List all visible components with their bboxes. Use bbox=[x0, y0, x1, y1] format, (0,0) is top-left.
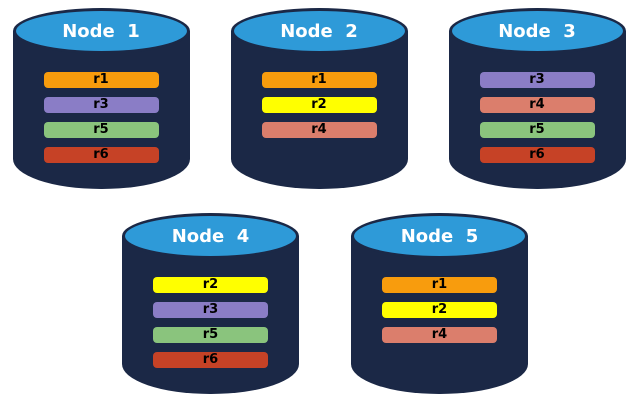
replica-bar-r2: r2 bbox=[153, 277, 268, 293]
replica-bar-r5: r5 bbox=[153, 327, 268, 343]
replica-bar-r4: r4 bbox=[382, 327, 497, 343]
node-cylinder-1: Node 1 r1 r3 r5 r6 bbox=[12, 8, 190, 189]
replica-list: r1 r2 r4 bbox=[231, 72, 408, 138]
replica-bar-r5: r5 bbox=[43, 122, 159, 138]
replica-list: r2 r3 r5 r6 bbox=[122, 277, 299, 368]
replica-list: r3 r4 r5 r6 bbox=[449, 72, 626, 163]
replica-bar-r1: r1 bbox=[382, 277, 497, 293]
cylinder-top: Node 3 bbox=[448, 8, 626, 54]
cylinder-top: Node 5 bbox=[351, 213, 528, 259]
replica-bar-r3: r3 bbox=[153, 302, 268, 318]
cylinder-top: Node 2 bbox=[230, 8, 408, 54]
replica-list: r1 r2 r4 bbox=[351, 277, 528, 343]
node-cylinder-3: Node 3 r3 r4 r5 r6 bbox=[448, 8, 626, 189]
node-label: Node 2 bbox=[280, 20, 358, 42]
replica-bar-r2: r2 bbox=[261, 97, 377, 113]
node-label: Node 3 bbox=[498, 20, 576, 42]
replica-bar-r1: r1 bbox=[261, 72, 377, 88]
replica-bar-r3: r3 bbox=[43, 97, 159, 113]
replica-bar-r4: r4 bbox=[479, 97, 595, 113]
replica-bar-r3: r3 bbox=[479, 72, 595, 88]
replica-bar-r1: r1 bbox=[43, 72, 159, 88]
node-row-bottom: Node 4 r2 r3 r5 r6 Node 5 r1 r2 r4 bbox=[6, 213, 638, 394]
node-label: Node 5 bbox=[400, 225, 479, 247]
replica-list: r1 r3 r5 r6 bbox=[13, 72, 190, 163]
replica-bar-r6: r6 bbox=[479, 147, 595, 163]
cylinder-top: Node 1 bbox=[12, 8, 190, 54]
replica-bar-r6: r6 bbox=[43, 147, 159, 163]
replica-bar-r5: r5 bbox=[479, 122, 595, 138]
node-cylinder-5: Node 5 r1 r2 r4 bbox=[351, 213, 528, 394]
node-cylinder-2: Node 2 r1 r2 r4 bbox=[230, 8, 408, 189]
node-cylinder-4: Node 4 r2 r3 r5 r6 bbox=[122, 213, 299, 394]
node-label: Node 4 bbox=[171, 225, 250, 247]
replica-bar-r6: r6 bbox=[153, 352, 268, 368]
node-label: Node 1 bbox=[62, 20, 140, 42]
replica-bar-r4: r4 bbox=[261, 122, 377, 138]
cylinder-top: Node 4 bbox=[122, 213, 299, 259]
replica-bar-r2: r2 bbox=[382, 302, 497, 318]
